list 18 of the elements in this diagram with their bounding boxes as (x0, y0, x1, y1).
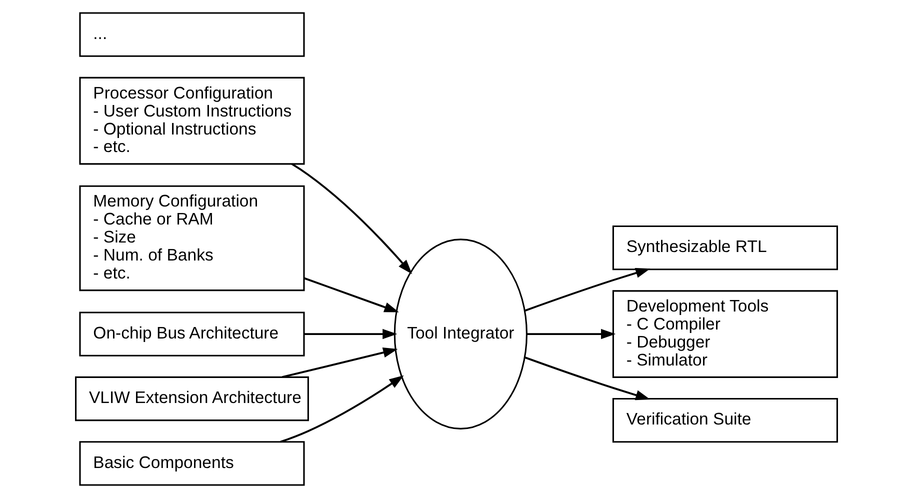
arrow (526, 328, 616, 340)
node-ellipse: Tool Integrator (393, 238, 527, 430)
arrow (304, 328, 397, 340)
node-box: ... (78, 12, 304, 57)
arrow (282, 348, 398, 378)
node-box: VLIW Extension Architecture (74, 376, 308, 422)
arrow (303, 277, 398, 312)
node-box: Memory Configuration - Cache or RAM - Size - Num. of Banks - etc. (78, 185, 304, 292)
arrow (290, 163, 412, 274)
node-box: Verification Suite (612, 398, 838, 443)
node-box: Synthesizable RTL (612, 225, 838, 270)
node-box: Development Tools - C Compiler - Debugger - Simulator (612, 290, 838, 378)
arrow (280, 375, 404, 443)
arrow (524, 268, 650, 312)
node-box: Basic Components (78, 441, 304, 486)
node-box: On-chip Bus Architecture (78, 312, 304, 356)
node-box: Processor Configuration - User Custom Instructions - Optional Instructions - etc. (78, 76, 304, 165)
arrow (524, 356, 650, 400)
